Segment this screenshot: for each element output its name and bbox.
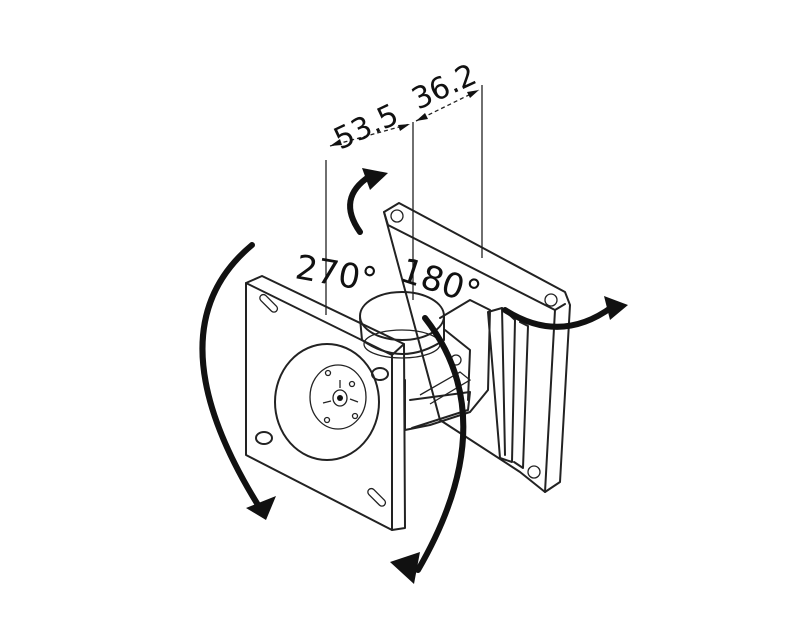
pan-arrow [390,315,467,584]
dimension-label-53-5: 53.5 [329,97,404,157]
tilt-arrow [199,242,276,520]
dimension-lines [325,85,483,315]
front-vesa-plate [245,275,406,531]
side-rotation-arrow [502,296,628,330]
tilt-angle-label: 270° [292,247,380,301]
top-rotation-arrow [347,168,388,235]
back-mounting-plate [383,202,571,493]
dimension-label-36-2: 36.2 [407,57,482,117]
